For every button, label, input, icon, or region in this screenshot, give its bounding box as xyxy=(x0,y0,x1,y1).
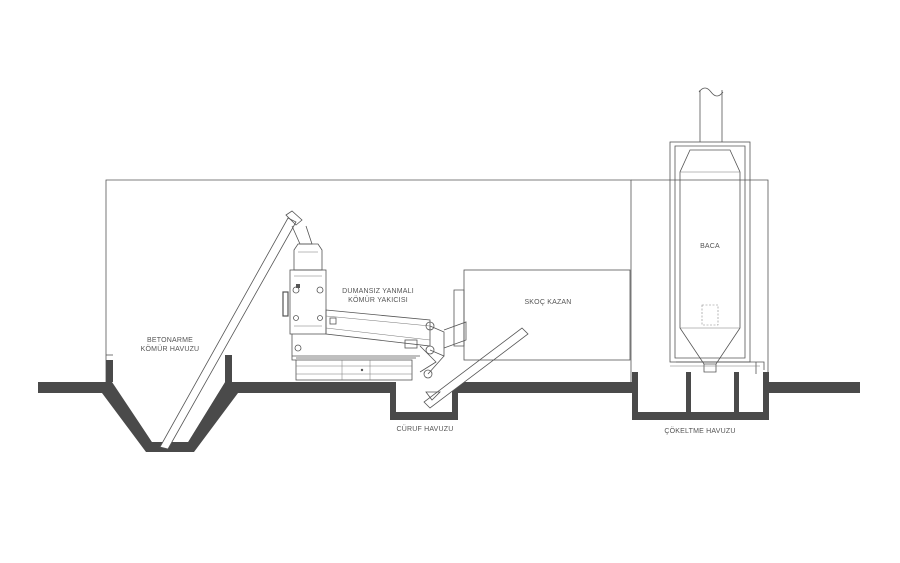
label-burner-line1: DUMANSIZ YANMALI xyxy=(342,288,414,295)
label-coal-pit-line2: KÖMÜR HAVUZU xyxy=(141,345,200,353)
label-coal-pit-line1: BETONARME xyxy=(147,337,193,344)
label-boiler: SKOÇ KAZAN xyxy=(524,299,571,306)
slag-conveyor xyxy=(423,327,529,409)
ground-slab xyxy=(38,355,860,452)
coal-burner xyxy=(282,243,467,381)
diagram-labels: BETONARME KÖMÜR HAVUZU DUMANSIZ YANMALI … xyxy=(141,243,736,435)
label-burner-line2: KÖMÜR YAKICISI xyxy=(348,296,408,304)
label-settling-pit: ÇÖKELTME HAVUZU xyxy=(664,427,735,435)
chimney xyxy=(669,87,765,374)
label-chimney: BACA xyxy=(700,243,720,250)
label-slag-pit: CÜRUF HAVUZU xyxy=(396,425,453,433)
coal-conveyor xyxy=(159,210,313,450)
building-outline xyxy=(105,179,769,382)
scotch-boiler xyxy=(453,269,631,361)
